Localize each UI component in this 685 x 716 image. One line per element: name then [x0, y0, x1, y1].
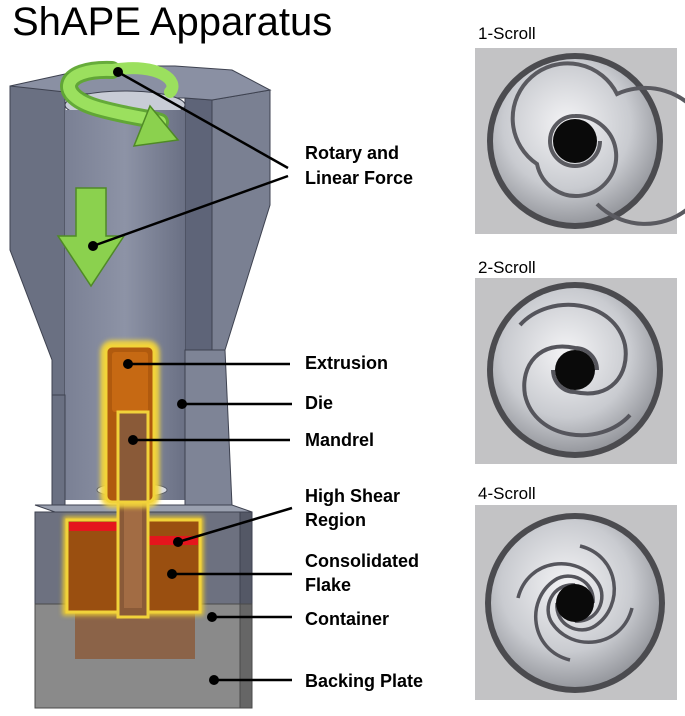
page-title: ShAPE Apparatus — [12, 0, 333, 44]
label-backing-plate: Backing Plate — [305, 671, 424, 691]
scroll-label-2: 2-Scroll — [478, 258, 536, 277]
flake-right — [143, 518, 202, 614]
label-high-shear-line2: Region — [305, 510, 366, 530]
extrusion — [100, 340, 160, 508]
scroll-photo-1 — [475, 48, 685, 234]
label-mandrel: Mandrel — [305, 430, 375, 450]
scroll-photo-2 — [475, 278, 677, 464]
scroll-label-1: 1-Scroll — [478, 24, 536, 43]
high-shear-left — [69, 522, 118, 531]
consolidated-flake — [62, 516, 204, 616]
scroll-4-grooves — [516, 544, 634, 662]
container-side — [239, 511, 253, 605]
die-column — [184, 349, 233, 506]
die-outer-left — [9, 85, 66, 396]
leader-lines — [92, 70, 293, 682]
rotary-arrow — [60, 60, 180, 147]
scroll-1-groove — [510, 61, 685, 226]
linear-force-arrow — [56, 187, 126, 288]
label-consolidated-line2: Flake — [305, 575, 352, 595]
backing-plate — [34, 603, 253, 709]
label-rotary-force-line2: Linear Force — [305, 168, 414, 188]
backing-plate-side — [239, 603, 253, 709]
label-high-shear-line1: High Shear — [305, 486, 401, 506]
label-container: Container — [305, 609, 390, 629]
leader-high-shear — [177, 506, 293, 544]
flake-left — [65, 518, 122, 614]
leader-rotary — [117, 70, 289, 170]
scroll-photo-3 — [475, 505, 677, 700]
label-die: Die — [305, 393, 334, 413]
scroll-label-3: 4-Scroll — [478, 484, 536, 503]
label-extrusion: Extrusion — [305, 353, 389, 373]
leader-dots — [88, 67, 219, 685]
label-consolidated-line1: Consolidated — [305, 551, 420, 571]
high-shear-right — [147, 536, 198, 545]
scroll-2-grooves — [518, 302, 632, 438]
leader-linear — [92, 174, 289, 248]
die-column-left — [51, 394, 66, 506]
label-rotary-force-line1: Rotary and — [305, 143, 400, 163]
die-inner-face — [184, 97, 213, 361]
